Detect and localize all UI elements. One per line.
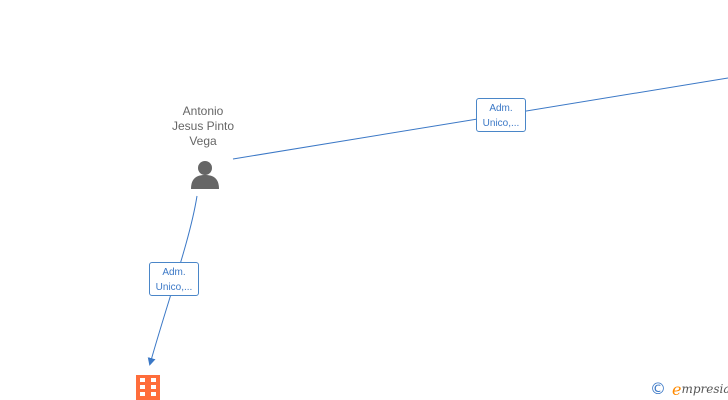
edge-label-line-1: Adm. <box>162 267 186 278</box>
brand-logo: © e mpresia <box>650 379 728 399</box>
person-name-line-2: Jesus Pinto <box>171 119 235 133</box>
person-name-line-1: Antonio <box>182 104 224 118</box>
copyright-icon: © <box>650 379 666 398</box>
person-icon[interactable] <box>189 159 221 189</box>
edge-label-line-2: Unico,... <box>155 282 193 293</box>
edge-label-line-2: Unico,... <box>482 118 520 129</box>
building-icon[interactable] <box>136 375 160 400</box>
person-name: Antonio Jesus Pinto Vega <box>158 104 248 149</box>
person-name-line-3: Vega <box>189 134 217 148</box>
edge-label-line-1: Adm. <box>489 103 513 114</box>
edge-label-role[interactable]: Adm. Unico,... <box>476 98 526 132</box>
edge-label-role[interactable]: Adm. Unico,... <box>149 262 199 296</box>
brand-name: mpresia <box>681 382 728 396</box>
brand-initial: e <box>672 379 682 399</box>
